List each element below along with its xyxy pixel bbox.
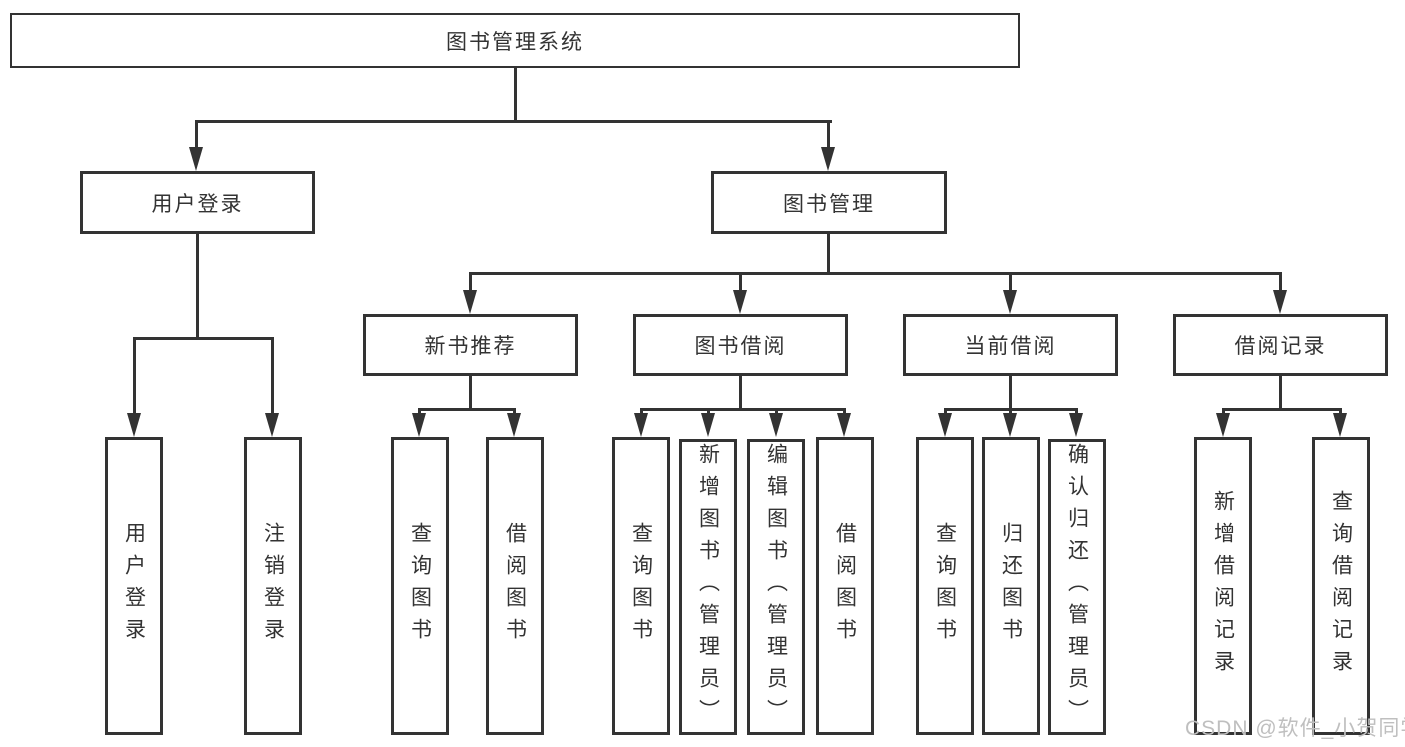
node-label: 图书管理 [783, 192, 875, 216]
leaf-return-book: 归还图书 [982, 437, 1040, 735]
connector-line [195, 120, 198, 152]
connector-line [418, 408, 516, 411]
arrow-down-icon [837, 413, 851, 437]
connector-line [133, 337, 274, 340]
connector-line [196, 234, 199, 337]
node-label: 借阅图书 [503, 522, 527, 650]
leaf-confirm-return-admin: 确认归还（管理员） [1048, 439, 1106, 735]
connector-line [1222, 408, 1342, 411]
node-label: 用户登录 [122, 522, 146, 650]
node-label: 用户登录 [151, 192, 244, 216]
arrow-down-icon [1216, 413, 1230, 437]
arrow-down-icon [1333, 413, 1347, 437]
node-label: 图书管理系统 [446, 30, 584, 54]
leaf-add-book-admin: 新增图书（管理员） [679, 439, 737, 735]
node-label: 注销登录 [261, 522, 285, 650]
connector-line [469, 272, 1282, 275]
connector-line [1279, 272, 1282, 294]
node-label: 图书借阅 [694, 335, 787, 358]
leaf-user-login: 用户登录 [105, 437, 163, 735]
node-label: 当前借阅 [964, 335, 1057, 358]
arrow-down-icon [127, 413, 141, 437]
connector-line [739, 272, 742, 294]
node-label: 查询图书 [629, 522, 653, 650]
connector-line [469, 272, 472, 294]
connector-line [133, 337, 136, 419]
leaf-add-borrow-record: 新增借阅记录 [1194, 437, 1252, 735]
node-label: 新增图书（管理员） [696, 443, 720, 731]
connector-line [739, 376, 742, 408]
arrow-down-icon [733, 290, 747, 314]
connector-line [514, 68, 517, 120]
arrow-down-icon [463, 290, 477, 314]
arrow-down-icon [507, 413, 521, 437]
node-book-management: 图书管理 [711, 171, 947, 234]
connector-line [827, 120, 830, 152]
node-book-borrowing: 图书借阅 [633, 314, 848, 376]
leaf-borrow-books-borrowing: 借阅图书 [816, 437, 874, 735]
arrow-down-icon [821, 147, 835, 171]
leaf-query-books-recommend: 查询图书 [391, 437, 449, 735]
leaf-logout: 注销登录 [244, 437, 302, 735]
node-label: 归还图书 [999, 522, 1023, 650]
arrow-down-icon [265, 413, 279, 437]
node-borrow-records: 借阅记录 [1173, 314, 1388, 376]
csdn-watermark: CSDN @软件_小贺同学 [1185, 717, 1405, 740]
node-label: 编辑图书（管理员） [764, 443, 788, 731]
arrow-down-icon [1069, 413, 1083, 437]
node-label: 借阅记录 [1234, 335, 1327, 358]
arrow-down-icon [634, 413, 648, 437]
connector-line [640, 408, 846, 411]
node-label: 新增借阅记录 [1211, 490, 1235, 682]
leaf-query-books-borrowing: 查询图书 [612, 437, 670, 735]
arrow-down-icon [412, 413, 426, 437]
node-current-borrowing: 当前借阅 [903, 314, 1118, 376]
arrow-down-icon [189, 147, 203, 171]
connector-line [1279, 376, 1282, 408]
leaf-edit-book-admin: 编辑图书（管理员） [747, 439, 805, 735]
node-label: 查询图书 [408, 522, 432, 650]
arrow-down-icon [938, 413, 952, 437]
node-user-login: 用户登录 [80, 171, 315, 234]
arrow-down-icon [769, 413, 783, 437]
node-label: 查询图书 [933, 522, 957, 650]
leaf-query-books-current: 查询图书 [916, 437, 974, 735]
connector-line [271, 337, 274, 419]
connector-line [195, 120, 832, 123]
connector-line [1009, 376, 1012, 408]
node-label: 确认归还（管理员） [1065, 443, 1089, 731]
connector-line [469, 376, 472, 408]
arrow-down-icon [1273, 290, 1287, 314]
arrow-down-icon [1003, 413, 1017, 437]
leaf-query-borrow-record: 查询借阅记录 [1312, 437, 1370, 735]
leaf-borrow-books-recommend: 借阅图书 [486, 437, 544, 735]
connector-line [827, 234, 830, 272]
node-label: 借阅图书 [833, 522, 857, 650]
node-label: 查询借阅记录 [1329, 490, 1353, 682]
connector-line [1009, 272, 1012, 294]
arrow-down-icon [1003, 290, 1017, 314]
arrow-down-icon [701, 413, 715, 437]
node-library-system: 图书管理系统 [10, 13, 1020, 68]
node-label: 新书推荐 [424, 335, 517, 358]
node-new-book-recommend: 新书推荐 [363, 314, 578, 376]
